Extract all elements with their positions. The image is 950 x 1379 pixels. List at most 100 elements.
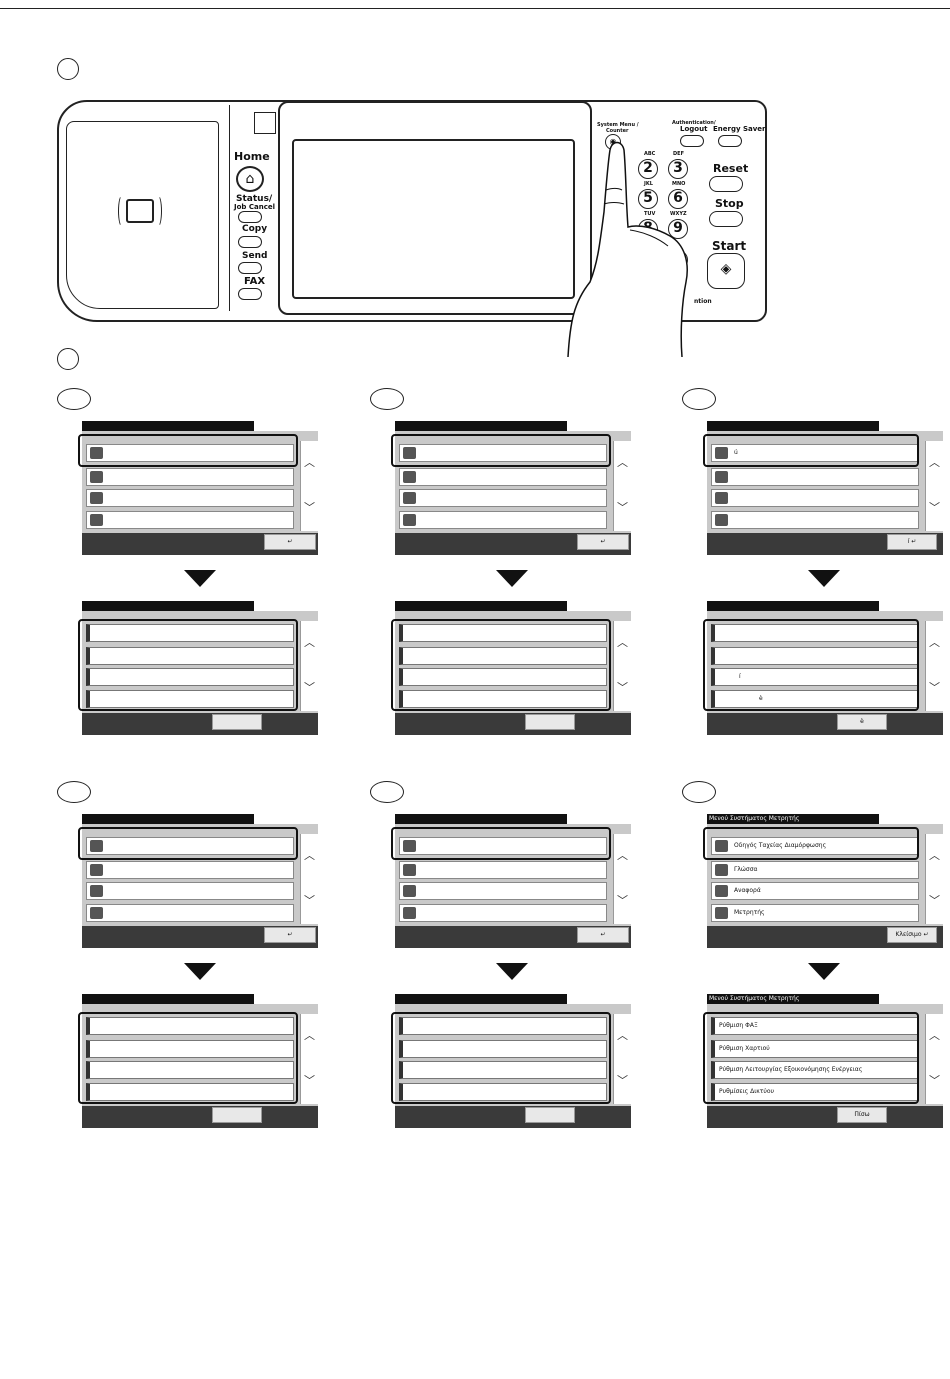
menu-item-report[interactable] xyxy=(86,489,294,507)
key-2[interactable]: 2 xyxy=(638,159,658,179)
menu-item-quick-setup[interactable]: Οδηγός Ταχείας Διαμόρφωσης xyxy=(711,837,919,855)
menu-item-quick-setup[interactable] xyxy=(399,444,607,462)
key-9[interactable]: 9 xyxy=(668,219,688,239)
scroll-up-button[interactable]: ︿ xyxy=(925,441,943,485)
scroll-down-button[interactable]: ﹀ xyxy=(925,665,943,711)
menu-item-language[interactable] xyxy=(399,861,607,879)
scroll-down-button[interactable]: ﹀ xyxy=(613,1058,631,1104)
key-5[interactable]: 5 xyxy=(638,189,658,209)
language-icon xyxy=(403,864,416,876)
screen-footer xyxy=(82,1106,318,1128)
back-button[interactable]: è xyxy=(837,714,887,730)
key-6[interactable]: 6 xyxy=(668,189,688,209)
menu-item-report[interactable]: Αναφορά xyxy=(711,882,919,900)
close-button[interactable]: ↵ xyxy=(264,534,316,550)
scroll-down-button[interactable]: ﹀ xyxy=(300,1058,318,1104)
close-button[interactable]: Κλείσιμο ↵ xyxy=(887,927,937,943)
submenu-item-2[interactable] xyxy=(399,647,607,665)
menu-item-report[interactable] xyxy=(86,882,294,900)
scroll-up-button[interactable]: ︿ xyxy=(925,834,943,878)
submenu-item-1[interactable] xyxy=(86,624,294,642)
scroll-down-button[interactable]: ﹀ xyxy=(300,665,318,711)
reset-button[interactable] xyxy=(709,176,743,192)
menu-item-language[interactable] xyxy=(86,468,294,486)
key-3[interactable]: 3 xyxy=(668,159,688,179)
submenu-item-energy-saver-setup[interactable]: Ρύθμιση Λειτουργίας Εξοικονόμησης Ενέργε… xyxy=(711,1061,919,1079)
home-button[interactable]: ⌂ xyxy=(236,166,264,192)
scroll-up-button[interactable]: ︿ xyxy=(300,1014,318,1058)
close-button[interactable]: ↵ xyxy=(264,927,316,943)
close-button[interactable]: í ↵ xyxy=(887,534,937,550)
submenu-item-3[interactable] xyxy=(399,668,607,686)
close-button[interactable]: ↵ xyxy=(577,927,629,943)
quick-setup-screen-a1: ︿ ﹀ xyxy=(78,601,318,735)
status-button[interactable] xyxy=(238,211,262,223)
scroll-down-button[interactable]: ﹀ xyxy=(300,485,318,531)
submenu-item-3[interactable] xyxy=(86,1061,294,1079)
scroll-up-button[interactable]: ︿ xyxy=(300,621,318,665)
scroll-down-button[interactable]: ﹀ xyxy=(925,1058,943,1104)
submenu-item-3[interactable]: í xyxy=(711,668,919,686)
submenu-item-1[interactable] xyxy=(399,624,607,642)
touch-panel-screen[interactable] xyxy=(292,139,575,299)
stop-button[interactable] xyxy=(709,211,743,227)
submenu-item-3[interactable] xyxy=(86,668,294,686)
scroll-up-button[interactable]: ︿ xyxy=(300,441,318,485)
submenu-item-4[interactable] xyxy=(86,1083,294,1101)
copy-button[interactable] xyxy=(238,236,262,248)
back-button[interactable]: Πίσω xyxy=(837,1107,887,1123)
menu-item-counter[interactable] xyxy=(711,511,919,529)
submenu-item-fax-setup[interactable]: Ρύθμιση ΦΑΞ xyxy=(711,1017,919,1035)
menu-item-language[interactable] xyxy=(399,468,607,486)
submenu-item-4[interactable] xyxy=(86,690,294,708)
scroll-up-button[interactable]: ︿ xyxy=(300,834,318,878)
menu-item-report[interactable] xyxy=(711,489,919,507)
scroll-down-button[interactable]: ﹀ xyxy=(613,485,631,531)
back-button[interactable] xyxy=(525,714,575,730)
menu-item-quick-setup[interactable] xyxy=(86,444,294,462)
submenu-item-2[interactable] xyxy=(86,647,294,665)
submenu-item-1[interactable] xyxy=(86,1017,294,1035)
submenu-item-3[interactable] xyxy=(399,1061,607,1079)
start-button[interactable]: ◈ xyxy=(707,253,745,289)
submenu-item-2[interactable] xyxy=(86,1040,294,1058)
menu-item-counter[interactable] xyxy=(399,511,607,529)
scroll-down-button[interactable]: ﹀ xyxy=(925,485,943,531)
menu-item-language[interactable] xyxy=(711,468,919,486)
menu-item-counter[interactable] xyxy=(86,511,294,529)
submenu-item-1[interactable] xyxy=(399,1017,607,1035)
submenu-item-4[interactable] xyxy=(399,1083,607,1101)
scroll-down-button[interactable]: ﹀ xyxy=(613,665,631,711)
scroll-up-button[interactable]: ︿ xyxy=(613,441,631,485)
menu-item-report[interactable] xyxy=(399,882,607,900)
menu-item-quick-setup[interactable]: ú xyxy=(711,444,919,462)
scroll-up-button[interactable]: ︿ xyxy=(613,834,631,878)
fax-button[interactable] xyxy=(238,288,262,300)
menu-item-counter[interactable]: Μετρητής xyxy=(711,904,919,922)
scroll-down-button[interactable]: ﹀ xyxy=(300,878,318,924)
submenu-item-4[interactable] xyxy=(399,690,607,708)
scroll-up-button[interactable]: ︿ xyxy=(925,621,943,665)
menu-item-language[interactable]: Γλώσσα xyxy=(711,861,919,879)
menu-item-counter[interactable] xyxy=(399,904,607,922)
scroll-up-button[interactable]: ︿ xyxy=(925,1014,943,1058)
menu-item-report[interactable] xyxy=(399,489,607,507)
send-button[interactable] xyxy=(238,262,262,274)
menu-item-counter[interactable] xyxy=(86,904,294,922)
scroll-down-button[interactable]: ﹀ xyxy=(613,878,631,924)
back-button[interactable] xyxy=(525,1107,575,1123)
menu-item-language[interactable] xyxy=(86,861,294,879)
close-button[interactable]: ↵ xyxy=(577,534,629,550)
submenu-item-paper-setup[interactable]: Ρύθμιση Χαρτιού xyxy=(711,1040,919,1058)
scroll-down-button[interactable]: ﹀ xyxy=(925,878,943,924)
fax-label: FAX xyxy=(244,276,266,287)
submenu-item-2[interactable] xyxy=(399,1040,607,1058)
scroll-up-button[interactable]: ︿ xyxy=(613,621,631,665)
scroll-up-button[interactable]: ︿ xyxy=(613,1014,631,1058)
menu-item-quick-setup[interactable] xyxy=(399,837,607,855)
back-button[interactable] xyxy=(212,714,262,730)
back-button[interactable] xyxy=(212,1107,262,1123)
menu-item-quick-setup[interactable] xyxy=(86,837,294,855)
energy-saver-button[interactable] xyxy=(718,135,742,147)
logout-button[interactable] xyxy=(680,135,704,147)
